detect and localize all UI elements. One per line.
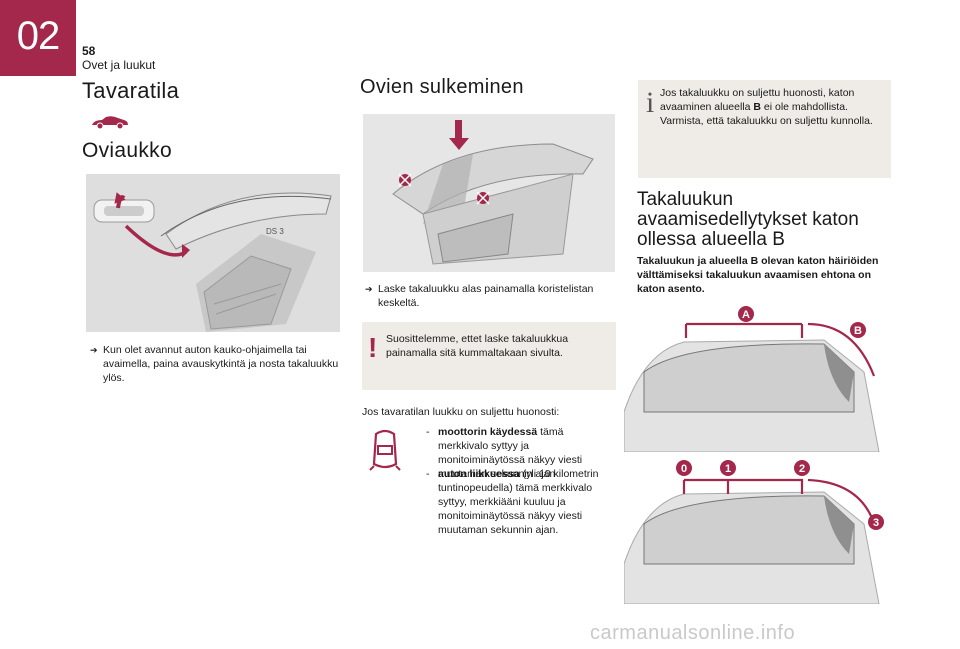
subsection-title-opening: Oviaukko	[82, 139, 172, 162]
marker-2: 2	[799, 463, 805, 475]
roof-zones-diagram-top: A B	[623, 302, 886, 453]
ds3-badge: DS 3	[266, 227, 284, 236]
marker-b: B	[854, 325, 862, 337]
condition-vehicle-moving: auton liikkuessa (yli 10 kilometrin tunt…	[438, 468, 599, 536]
section-title-trunk: Tavaratila	[82, 78, 180, 103]
roof-positions-diagram-bottom: 0 1 2 3	[623, 458, 886, 605]
info-text: Jos takaluukku on suljettu huonosti, kat…	[660, 87, 873, 127]
warning-text: Suosittelemme, ettet laske takaluukkua p…	[386, 333, 569, 359]
trunk-closing-photo	[363, 114, 615, 272]
info-icon: i	[646, 86, 655, 119]
open-trunk-warning-icon	[368, 428, 402, 477]
bullet-close-instruction: Laske takaluukku alas painamalla koriste…	[365, 282, 608, 310]
section-title-roof-conditions: Takaluukun avaamisedellytykset katon oll…	[637, 189, 859, 250]
roof-conditions-lead: Takaluukun ja alueella B olevan katon hä…	[637, 255, 879, 295]
warning-note: ! Suosittelemme, ettet laske takaluukkua…	[362, 322, 616, 390]
marker-3: 3	[873, 517, 879, 529]
chapter-number: 02	[16, 14, 61, 58]
cross-left-icon	[398, 173, 412, 187]
warning-icon: !	[368, 332, 378, 363]
marker-0: 0	[681, 463, 687, 475]
condition-engine-running: moottorin käydessä tämä merkkivalo sytty…	[438, 426, 583, 480]
section-title-closing: Ovien sulkeminen	[360, 76, 524, 98]
chapter-title: Ovet ja luukut	[82, 58, 156, 72]
bullet-open-instruction: Kun olet avannut auton kauko-ohjaimella …	[90, 343, 339, 385]
convertible-car-icon	[90, 112, 130, 135]
marker-a: A	[742, 309, 750, 321]
marker-1: 1	[725, 463, 731, 475]
page-number: 58	[82, 44, 96, 58]
watermark: carmanualsonline.info	[590, 622, 796, 644]
cross-right-icon	[476, 191, 490, 205]
info-note: i Jos takaluukku on suljettu huonosti, k…	[638, 80, 891, 178]
badly-closed-intro: Jos tavaratilan luukku on suljettu huono…	[362, 406, 560, 418]
chapter-tab	[0, 0, 76, 76]
trunk-opening-photo: DS 3	[86, 174, 340, 332]
